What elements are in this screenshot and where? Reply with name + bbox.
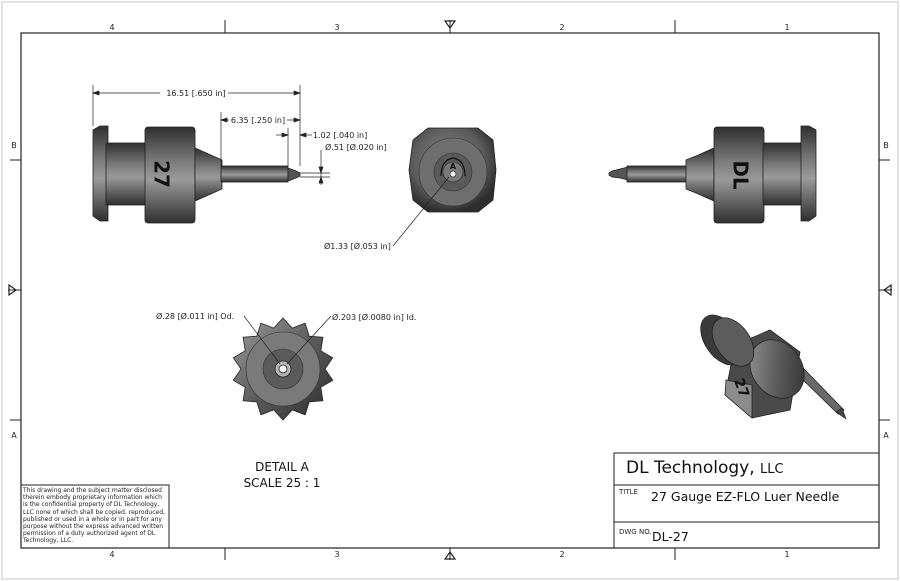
zone-row-a-left: A	[11, 431, 17, 440]
detail-leaders	[243, 315, 332, 365]
dim-face-diameter: Ø1.33 [Ø.053 in]	[324, 241, 391, 251]
zone-col-2-bottom: 2	[559, 550, 564, 559]
dim-overall-length: 16.51 [.650 in]	[166, 89, 225, 98]
company-name: DL Technology, LLC	[626, 458, 784, 478]
dim-tip-step: 1.02 [.040 in]	[313, 131, 367, 140]
front-end-view: A	[408, 127, 497, 213]
dim-inner-diameter: Ø.203 [Ø.0080 in] Id.	[332, 312, 416, 322]
zone-col-2-top: 2	[559, 23, 564, 32]
iso-hub-number: 27	[730, 376, 752, 400]
hub-number-left: 27	[150, 160, 174, 188]
dwg-number: DL-27	[652, 529, 689, 544]
zone-col-4-top: 4	[109, 23, 114, 32]
zone-row-b-right: B	[883, 141, 889, 150]
detail-caption: DETAIL A SCALE 25 : 1	[232, 459, 332, 491]
detail-title: DETAIL A	[255, 460, 309, 474]
notice-box	[20, 484, 170, 549]
side-view-right: DL	[608, 125, 817, 224]
company-name-text: DL Technology,	[626, 458, 755, 478]
side-view-left: 27	[92, 125, 301, 224]
proprietary-notice: This drawing and the subject matter disc…	[23, 487, 165, 545]
zone-col-1-bottom: 1	[784, 550, 789, 559]
dim-tip-diameter: Ø.51 [Ø.020 in]	[325, 142, 387, 152]
zone-row-b-left: B	[11, 141, 17, 150]
detail-a-view	[232, 317, 334, 421]
detail-scale: SCALE 25 : 1	[243, 476, 321, 490]
dim-tip-length: 6.35 [.250 in]	[231, 116, 285, 125]
dim-outer-diameter: Ø.28 [Ø.011 in] Od.	[156, 311, 234, 321]
zone-ticks	[8, 20, 892, 560]
title-label: TITLE	[619, 488, 638, 496]
isometric-view: 27	[700, 314, 847, 420]
dwg-no-label: DWG NO.	[619, 528, 652, 536]
zone-col-4-bottom: 4	[109, 550, 114, 559]
face-leader	[392, 176, 450, 247]
drawing-title: 27 Gauge EZ-FLO Luer Needle	[651, 489, 840, 504]
zone-col-3-top: 3	[334, 23, 339, 32]
company-suffix: LLC	[760, 462, 784, 477]
zone-row-a-right: A	[883, 431, 889, 440]
face-mark-letter: A	[450, 162, 457, 171]
title-block	[613, 452, 880, 549]
zone-col-3-bottom: 3	[334, 550, 339, 559]
zone-col-1-top: 1	[784, 23, 789, 32]
hub-logo-right: DL	[729, 160, 753, 190]
centering-arrows	[8, 20, 892, 560]
